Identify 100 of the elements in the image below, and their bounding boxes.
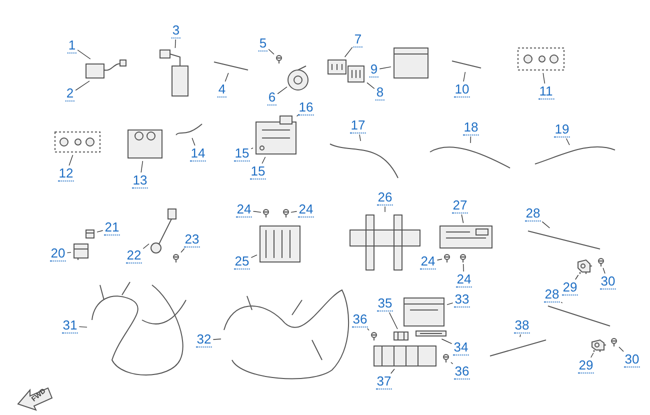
fuse-holder-drawing <box>326 58 348 76</box>
callout-number: 38 <box>514 318 530 334</box>
relay-drawing <box>84 228 96 240</box>
callout-number: 30 <box>624 352 640 368</box>
callout-number: 37 <box>376 374 392 390</box>
callout-number: 31 <box>62 318 78 334</box>
bolt-drawing <box>610 337 618 347</box>
bracket-drawing <box>348 213 422 272</box>
regulator-drawing <box>258 224 302 264</box>
sensor-drawing <box>84 60 128 80</box>
leader-line <box>250 254 258 258</box>
callout-number: 2 <box>65 86 75 102</box>
leader-line <box>96 230 104 232</box>
callout-number: 29 <box>562 280 578 296</box>
seal-kit-drawing <box>516 46 566 72</box>
rod-drawing <box>212 60 250 72</box>
callout-number: 19 <box>554 122 570 138</box>
leader-line <box>384 206 386 212</box>
control-unit-drawing <box>438 224 494 250</box>
sensor-cable-drawing <box>526 229 602 251</box>
callout-number: 24 <box>456 272 472 288</box>
leader-line <box>344 46 353 58</box>
leader-line <box>140 160 144 173</box>
bolt-drawing <box>442 353 450 363</box>
callout-number: 24 <box>298 202 314 218</box>
callout-number: 22 <box>126 248 142 264</box>
battery-drawing <box>392 46 430 80</box>
callout-number: 27 <box>452 198 468 214</box>
relay-drawing <box>126 128 164 160</box>
callout-number: 26 <box>376 190 394 206</box>
relay-drawing <box>72 242 90 260</box>
horn-drawing <box>288 64 310 92</box>
bolt-drawing <box>172 253 180 263</box>
leader-line <box>252 210 262 213</box>
switch-drawing <box>158 49 190 98</box>
callout-number: 28 <box>544 288 560 302</box>
fuse-holder-drawing <box>346 64 366 84</box>
leader-line <box>212 338 222 340</box>
sensor-drawing <box>576 258 592 274</box>
leader-line <box>441 338 452 344</box>
bolt-drawing <box>597 257 605 267</box>
callout-number: 24 <box>236 202 252 218</box>
callout-number: 6 <box>267 90 277 106</box>
cable-drawing <box>328 142 400 180</box>
callout-number: 11 <box>538 84 554 100</box>
leader-line <box>290 211 298 213</box>
leader-line <box>366 82 375 89</box>
callout-number: 15 <box>234 146 250 162</box>
leader-line <box>68 154 74 166</box>
leader-line <box>602 268 606 274</box>
bolt-drawing <box>275 54 283 64</box>
leader-line <box>436 258 442 260</box>
callout-number: 25 <box>234 254 250 270</box>
leader-line <box>268 48 274 55</box>
callout-number: 8 <box>375 86 385 100</box>
leader-line <box>566 138 570 146</box>
callout-number: 36 <box>454 364 470 380</box>
callout-number: 5 <box>258 36 268 52</box>
callout-number: 33 <box>454 292 470 308</box>
callout-number: 28 <box>524 206 542 222</box>
callout-number: 4 <box>217 82 227 98</box>
leader-line <box>142 244 150 249</box>
callout-number: 7 <box>353 32 363 48</box>
leader-line <box>262 156 266 164</box>
leader-line <box>470 136 472 144</box>
callout-number: 35 <box>376 296 394 312</box>
leader-line <box>462 264 464 272</box>
leader-line <box>542 72 546 84</box>
fuse-drawing <box>392 330 410 342</box>
callout-number: 10 <box>454 82 470 98</box>
callout-number: 12 <box>58 166 74 182</box>
bolt-drawing <box>459 253 467 263</box>
leader-line <box>463 72 466 82</box>
leader-line <box>520 334 521 338</box>
control-unit-drawing <box>254 114 298 156</box>
leader-line <box>450 362 454 364</box>
callout-number: 24 <box>420 254 436 270</box>
rod-drawing <box>488 338 548 358</box>
leader-line <box>590 352 594 358</box>
seal-kit-drawing <box>53 130 102 154</box>
callout-number: 14 <box>190 146 206 162</box>
leader-line <box>560 302 563 304</box>
callout-number: 9 <box>369 62 379 78</box>
bolt-drawing <box>443 253 451 263</box>
callout-number: 32 <box>196 332 212 348</box>
callout-number: 34 <box>452 340 470 356</box>
callout-number: 21 <box>104 220 120 236</box>
leader-line <box>542 221 550 228</box>
fuse-box-drawing <box>372 344 438 368</box>
leader-line <box>66 252 72 254</box>
cable-drawing <box>428 144 512 170</box>
leader-line <box>618 346 624 352</box>
callout-number: 16 <box>298 100 314 116</box>
leader-line <box>77 50 91 60</box>
callout-number: 29 <box>578 358 594 374</box>
leader-line <box>75 80 90 91</box>
callout-number: 36 <box>352 312 368 328</box>
callout-number: 3 <box>171 24 181 38</box>
callout-number: 30 <box>600 274 616 290</box>
leader-line <box>575 274 579 280</box>
